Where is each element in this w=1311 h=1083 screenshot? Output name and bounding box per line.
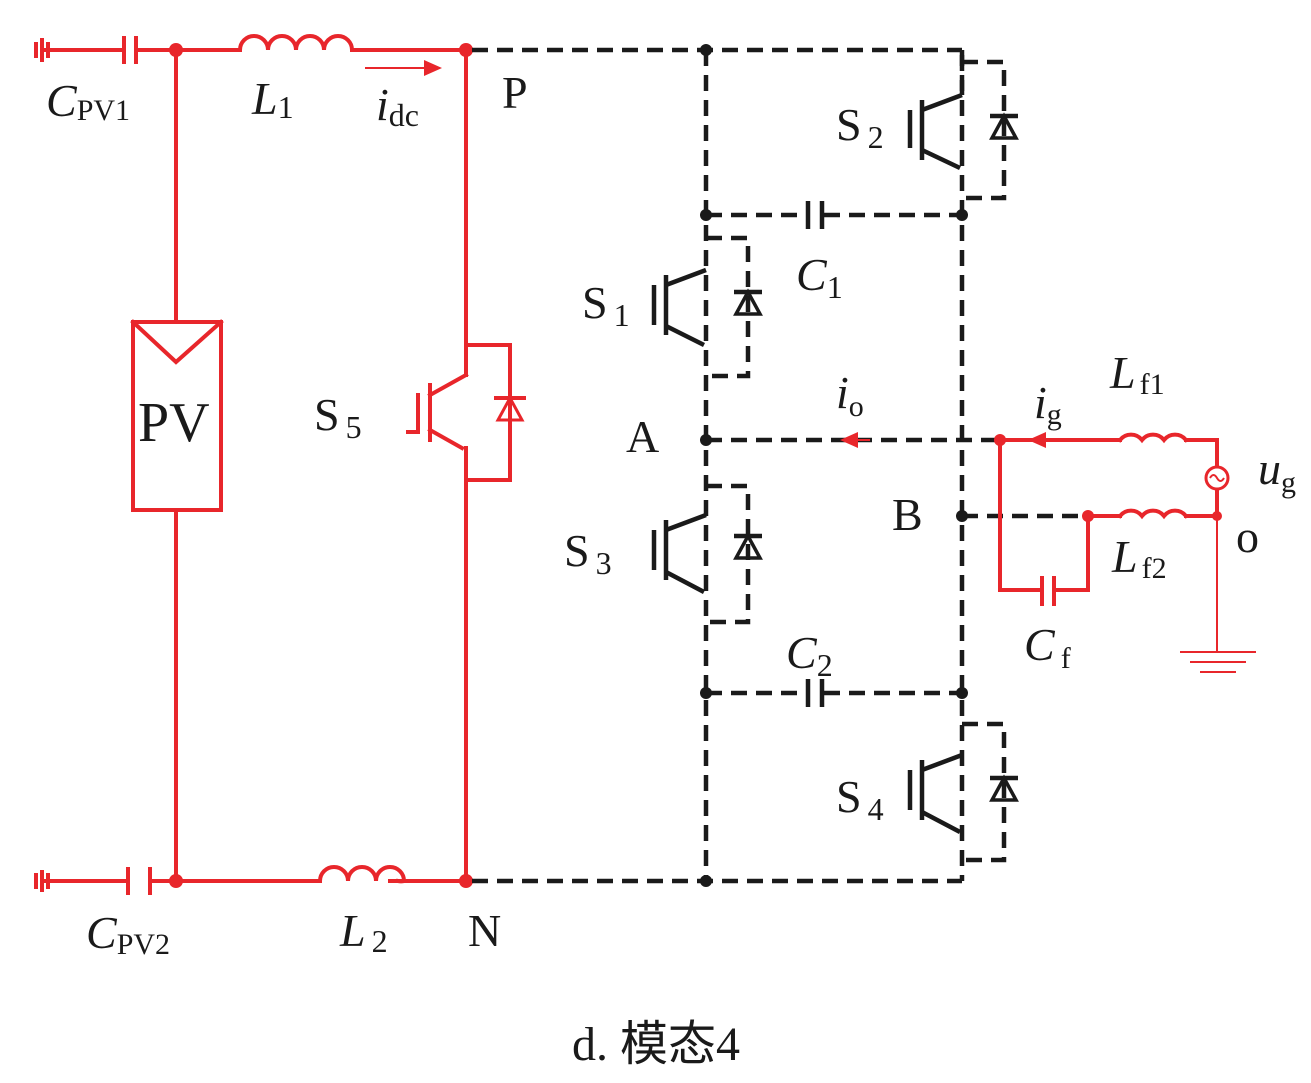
igbt-s2 — [907, 55, 1019, 201]
label-node-o: o — [1236, 511, 1259, 562]
inductor-l2 — [317, 865, 407, 884]
igbt-s1 — [651, 235, 763, 379]
inductor-l1 — [237, 34, 355, 53]
label-cpv1: CPV1 — [46, 75, 130, 127]
label-c1: C1 — [796, 249, 843, 305]
inverter-bridge — [472, 44, 1088, 887]
inductor-lf2 — [1117, 508, 1189, 520]
label-c2: C2 — [786, 627, 833, 683]
figure-caption: d. 模态4 — [572, 1018, 740, 1071]
igbt-s5 — [406, 340, 526, 482]
label-node-b: B — [892, 489, 923, 540]
capacitor-c1 — [706, 201, 962, 229]
capacitor-cf — [1040, 576, 1056, 606]
label-idc: idc — [376, 79, 419, 133]
capacitor-c2 — [706, 679, 962, 707]
ground-symbol-grid — [1180, 651, 1256, 673]
label-node-p: P — [502, 67, 528, 118]
label-node-a: A — [626, 411, 659, 462]
pv-source-branch — [34, 34, 526, 895]
label-pv: PV — [138, 392, 210, 454]
label-io: io — [836, 367, 864, 423]
pv-panel — [130, 319, 224, 512]
capacitor-cpv2 — [126, 867, 152, 895]
label-cpv2: CPV2 — [86, 907, 170, 961]
label-ug: ug — [1258, 443, 1296, 499]
grid-source-ug — [1204, 465, 1230, 491]
igbt-s4 — [907, 721, 1019, 863]
output-filter — [994, 432, 1256, 673]
label-node-n: N — [468, 905, 501, 956]
label-l1: L1 — [251, 73, 294, 125]
igbt-s3 — [651, 483, 763, 625]
inductor-lf1 — [1117, 432, 1189, 444]
label-ig: ig — [1034, 377, 1062, 431]
